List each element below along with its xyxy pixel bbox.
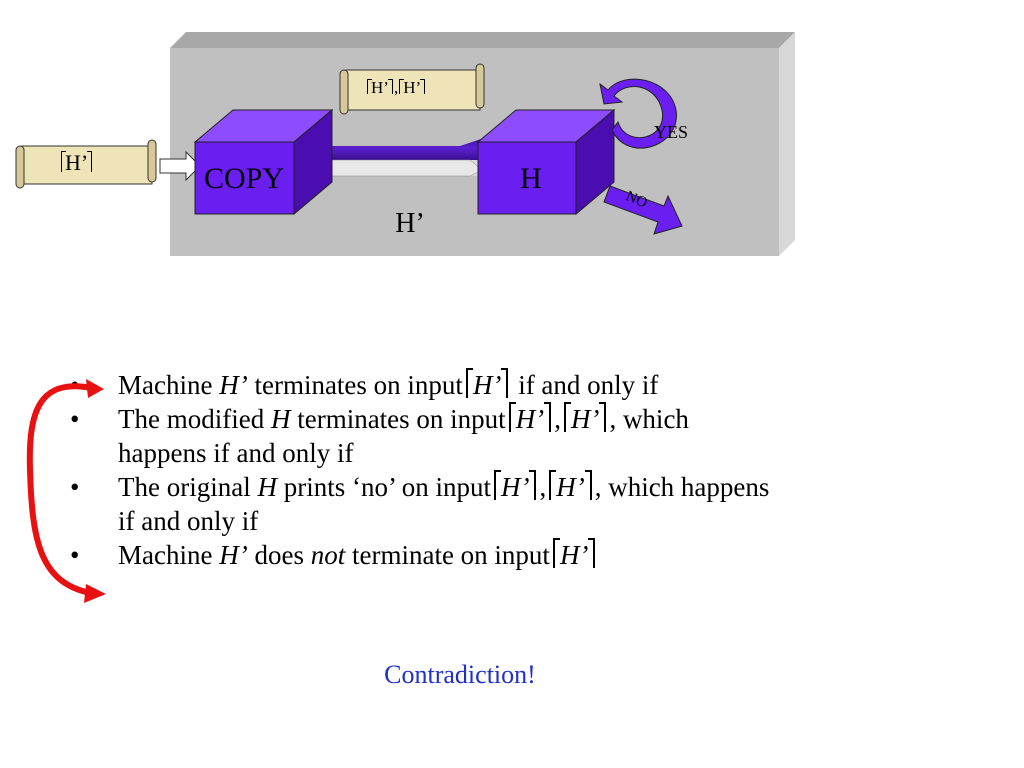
bullet-quote: H’	[465, 368, 509, 402]
bullet-machine: H	[257, 472, 277, 502]
bullet-text-mid: terminates on input	[247, 370, 463, 400]
bullet-text-mid2: terminate on input	[345, 540, 550, 570]
bullet-continuation: happens if and only if	[118, 438, 354, 468]
bullet-text-pre: Machine	[118, 540, 220, 570]
machine-diagram: COPY H H’ YES NO	[15, 32, 795, 256]
bullet-text-mid: does	[247, 540, 311, 570]
mid-scroll-quote-a: H’	[367, 78, 393, 98]
bullet-text-pre: The modified	[118, 404, 271, 434]
bullet-item: • Machine H’ does not terminate on input…	[68, 538, 988, 572]
bullet-quote-b: H’	[549, 470, 592, 504]
copy-box-label: COPY	[204, 162, 284, 195]
mid-scroll	[339, 63, 485, 115]
yes-label: YES	[654, 122, 688, 142]
bullet-machine: H’	[219, 370, 248, 400]
bullet-machine: H’	[219, 540, 248, 570]
input-scroll	[15, 139, 157, 189]
bullet-quote: H’	[552, 538, 596, 572]
bullet-text-mid: terminates on input	[290, 404, 506, 434]
bullet-text-post: , which	[609, 404, 689, 434]
h-box-label: H	[520, 162, 542, 195]
no-label: NO	[623, 188, 649, 211]
input-arrow	[159, 150, 201, 182]
bullet-dot: •	[70, 472, 80, 502]
bullet-text-post: , which happens	[594, 472, 770, 502]
mid-scroll-text: H’,H’	[366, 78, 426, 98]
bullet-quote-a: H’	[493, 470, 537, 504]
mid-scroll-sep: ,	[393, 78, 399, 97]
bullet-dot: •	[70, 540, 80, 570]
bullet-text-post: if and only if	[511, 370, 659, 400]
bullet-dot: •	[70, 370, 80, 400]
mid-scroll-quote-b: H’	[399, 78, 426, 98]
yes-loop-arrow	[599, 78, 677, 149]
no-arrow	[603, 185, 683, 235]
bullet-text-mid: prints ‘no’ on input	[276, 472, 491, 502]
machine-label: H’	[395, 208, 425, 239]
h-box	[476, 108, 616, 216]
bullet-text-pre: The original	[118, 472, 258, 502]
bullet-machine: H	[270, 404, 291, 434]
bullet-sep: ,	[539, 472, 547, 502]
bullet-quote-a: H’	[508, 402, 552, 436]
input-scroll-quote: H’	[61, 150, 93, 176]
bullet-text-pre: Machine	[118, 370, 220, 400]
contradiction-text: Contradiction!	[384, 660, 536, 689]
bullet-dot: •	[70, 404, 80, 434]
input-scroll-text: H’	[60, 150, 93, 176]
bullet-quote-b: H’	[563, 402, 607, 436]
bullet-continuation: if and only if	[118, 506, 259, 536]
bullet-emphasis: not	[310, 540, 346, 570]
bullet-sep: ,	[554, 404, 561, 434]
copy-box	[193, 108, 334, 216]
